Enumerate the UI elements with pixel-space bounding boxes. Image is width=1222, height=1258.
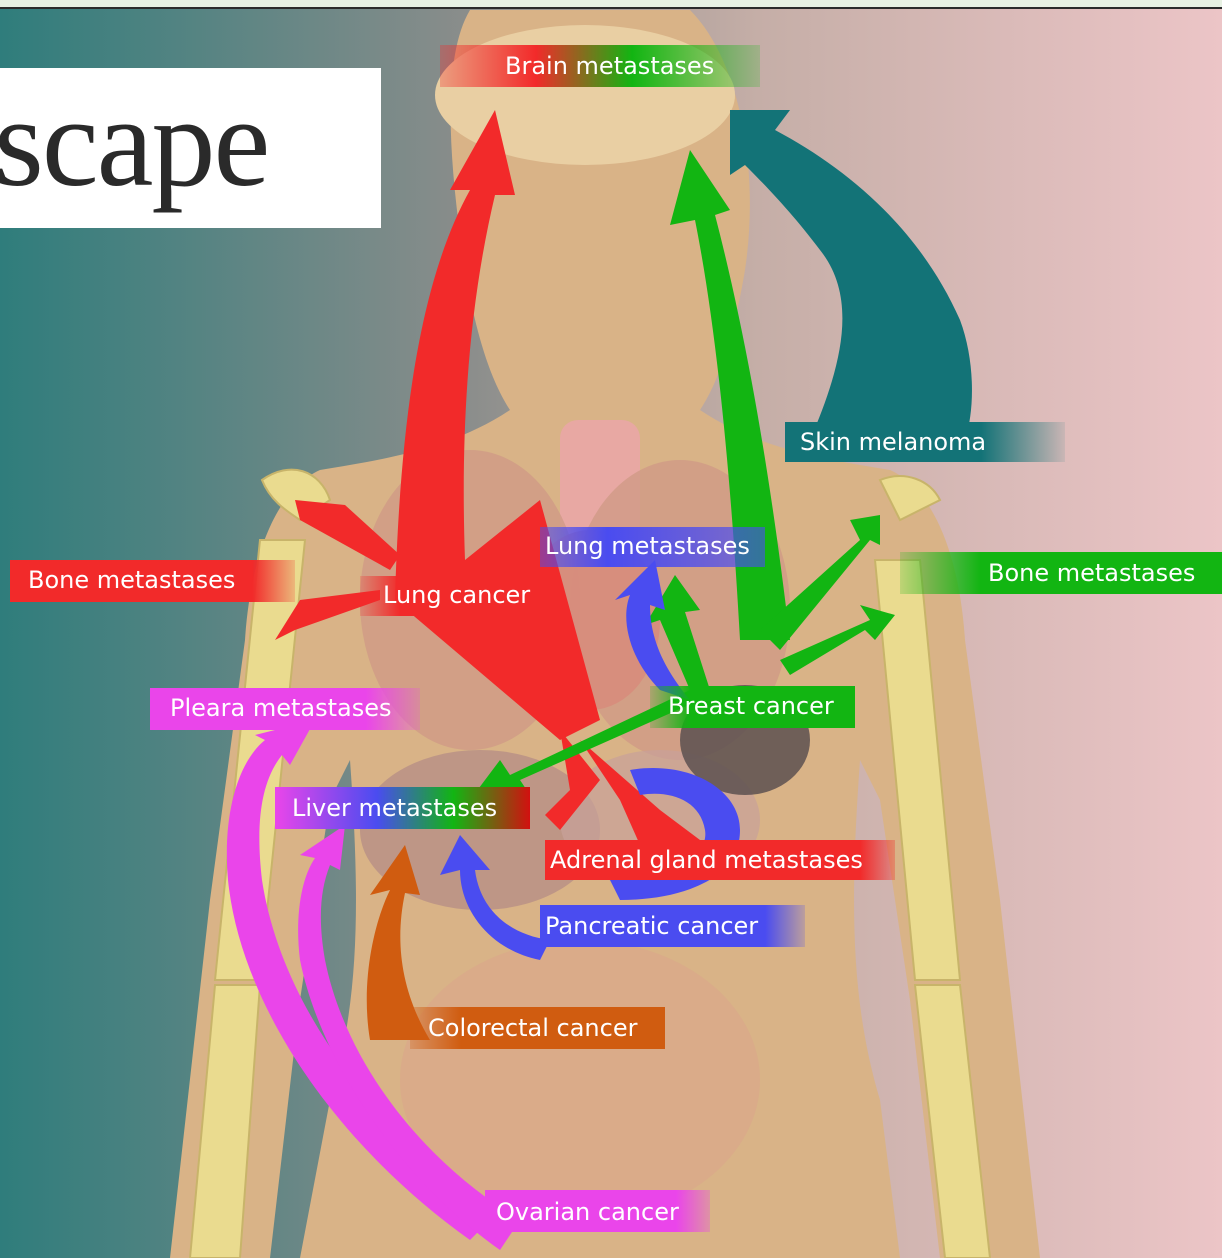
lung-cancer-label: Lung cancer <box>373 578 540 612</box>
lung-metastases-label: Lung metastases <box>535 529 760 563</box>
skin-melanoma-label: Skin melanoma <box>790 425 996 459</box>
logo: scape <box>0 68 381 228</box>
bone-metastases-left-label: Bone metastases <box>18 563 245 597</box>
pleura-metastases-label: Pleara metastases <box>160 691 401 725</box>
top-bar <box>0 0 1222 9</box>
ovarian-cancer-label: Ovarian cancer <box>486 1195 689 1229</box>
colorectal-cancer-label: Colorectal cancer <box>418 1011 647 1045</box>
bone-metastases-right-label: Bone metastases <box>978 556 1205 590</box>
breast-cancer-label: Breast cancer <box>658 689 844 723</box>
liver-metastases-label: Liver metastases <box>282 791 507 825</box>
pancreatic-cancer-label: Pancreatic cancer <box>535 909 768 943</box>
adrenal-gland-metastases-label: Adrenal gland metastases <box>540 843 873 877</box>
brain-metastases-label: Brain metastases <box>495 49 724 83</box>
logo-text: scape <box>0 72 268 212</box>
